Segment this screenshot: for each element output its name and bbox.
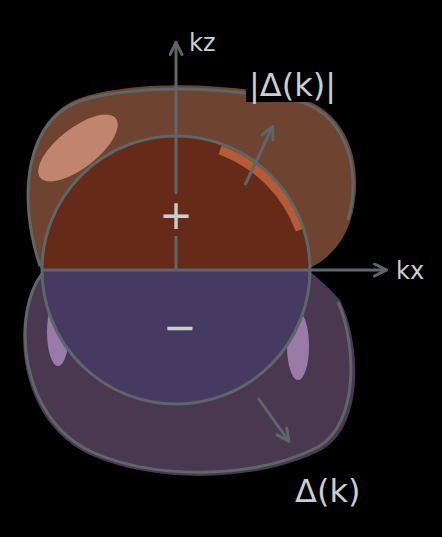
kz-axis — [175, 44, 178, 270]
gap-label: Δ(k) — [292, 474, 363, 508]
negative-hemisphere — [42, 270, 310, 404]
region-sign: − — [160, 306, 200, 348]
region-sign: + — [156, 194, 196, 236]
lobe-outline — [28, 89, 353, 266]
axis-label: kz — [186, 30, 219, 56]
highlight — [220, 150, 300, 230]
lobe-outline — [25, 274, 351, 472]
axis-label: kx — [393, 258, 427, 284]
leader-arrow — [245, 128, 272, 185]
gap-magnitude-label: |Δ(k)| — [246, 68, 339, 102]
kx-axis — [42, 269, 385, 272]
leader-arrow — [258, 398, 288, 440]
